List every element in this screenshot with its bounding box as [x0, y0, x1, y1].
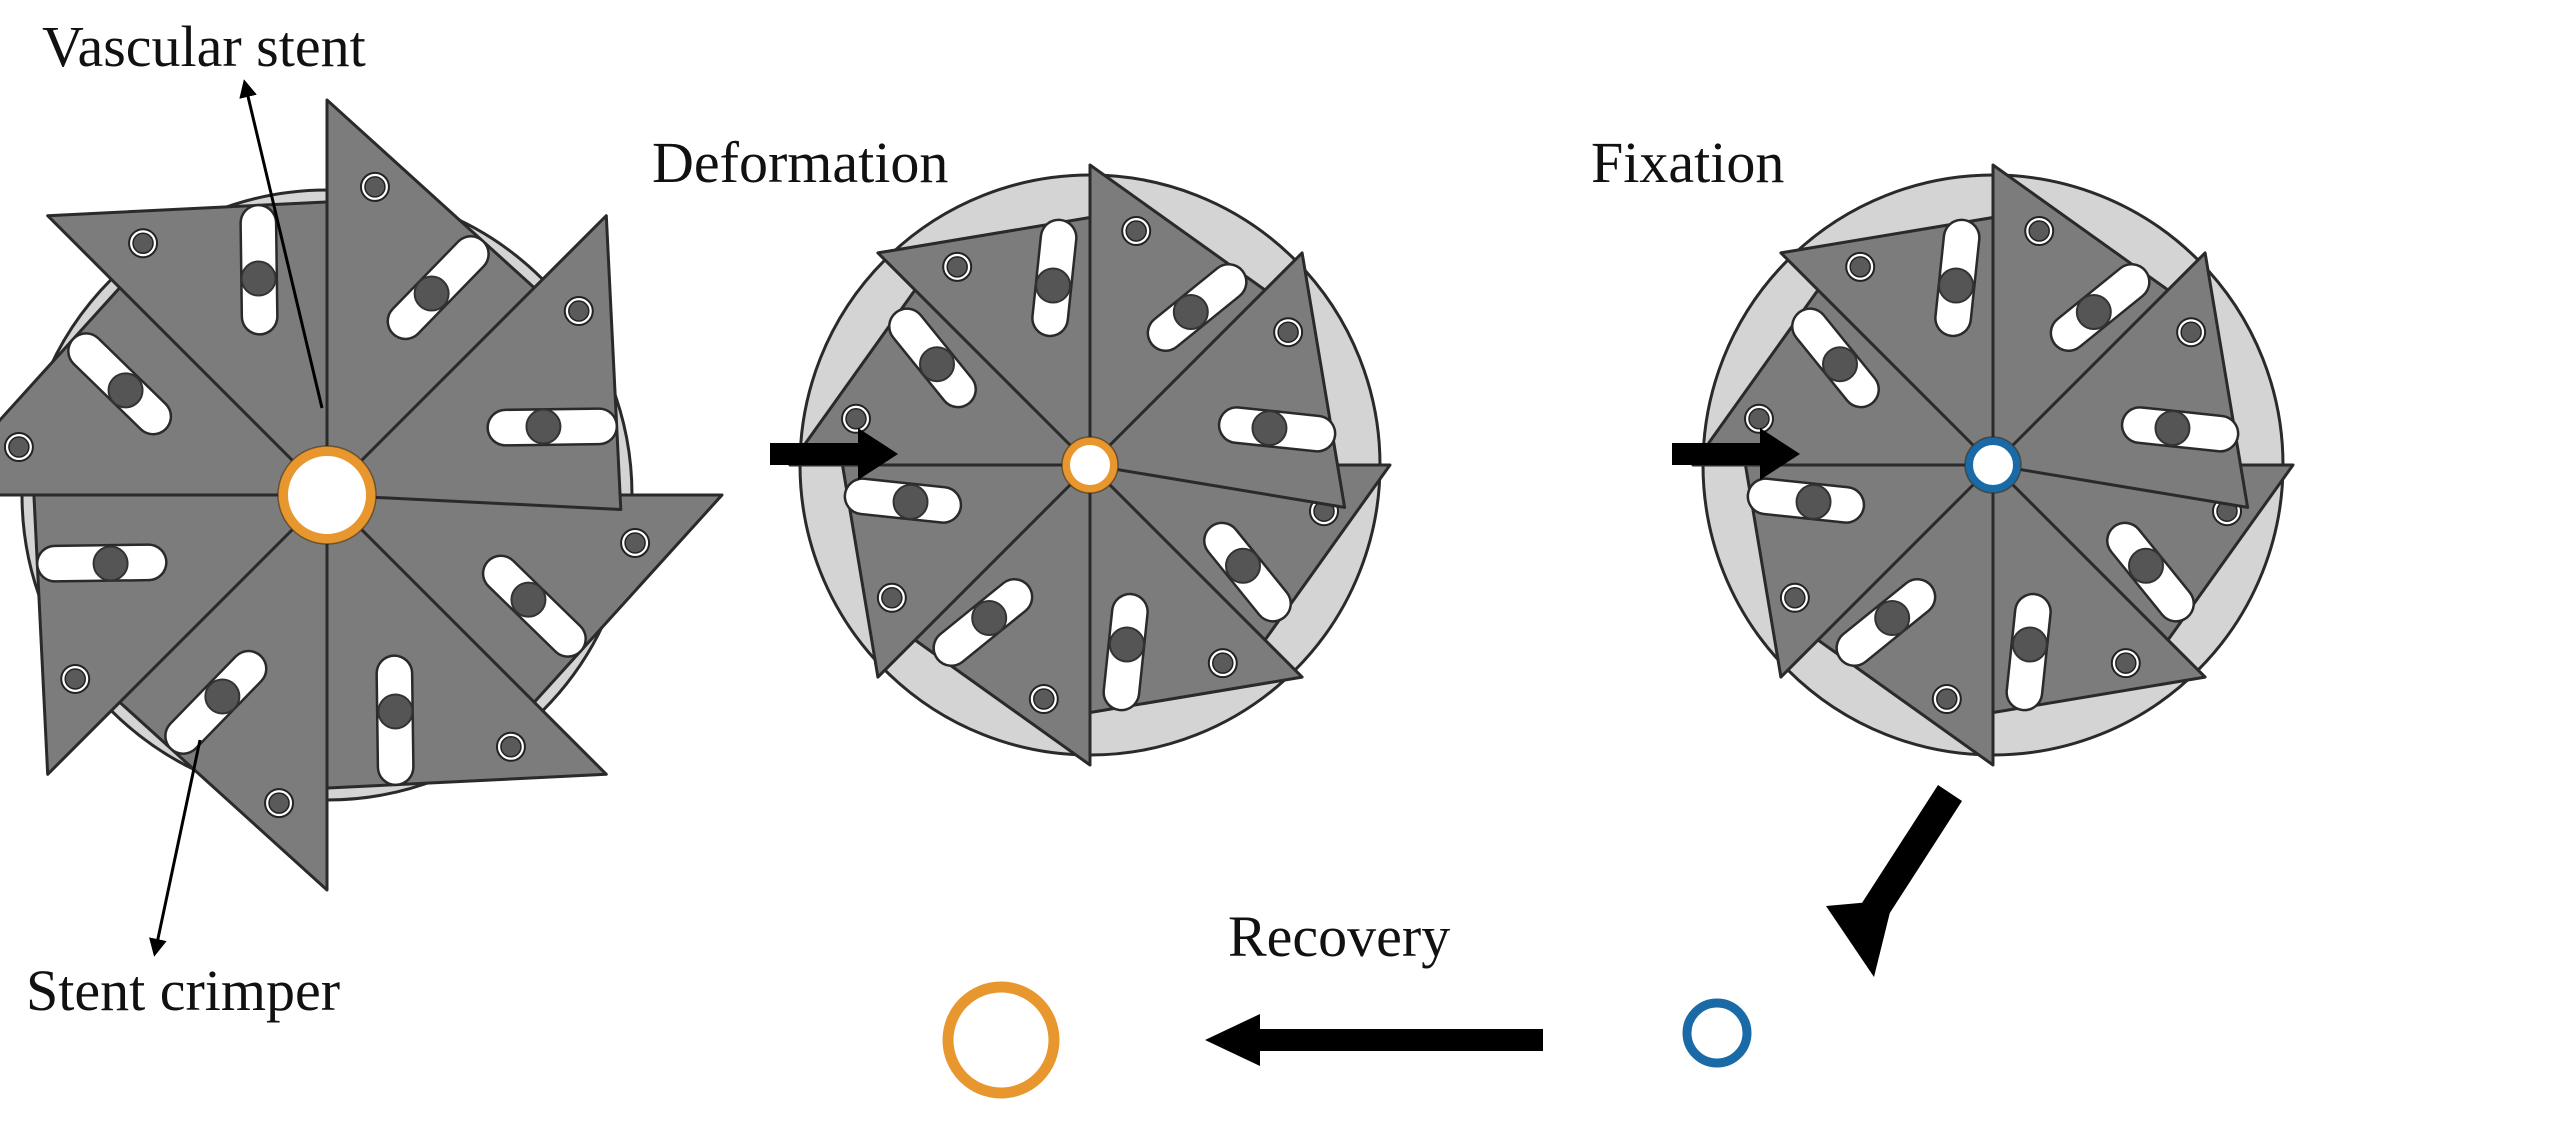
- crimper-blade: [788, 253, 1092, 467]
- crimper-blade: [107, 493, 329, 892]
- crimper-blade: [1088, 463, 1392, 677]
- crimper-blade: [878, 463, 1092, 767]
- blade-pin: [2128, 547, 2164, 584]
- blade-pin: [1874, 600, 1911, 636]
- crimper-blade: [0, 275, 329, 497]
- blade-screw-head: [1033, 688, 1055, 710]
- crimper-blade: [1088, 251, 1347, 509]
- deformation-label: Deformation: [652, 130, 948, 195]
- blade-screw-head: [2115, 652, 2137, 674]
- blade-pin: [892, 483, 929, 520]
- stent-crimper-deformed: [788, 163, 1392, 767]
- vascular-stent-ring: [1965, 437, 2021, 493]
- crimper-blade: [31, 479, 329, 776]
- blade-screw-head: [1748, 408, 1770, 430]
- crimper-blade: [325, 214, 623, 511]
- blade-screw-head: [132, 232, 154, 254]
- vascular-stent-ring: [278, 446, 376, 544]
- blade-screw-head: [1277, 321, 1299, 343]
- blade-screw-head: [1936, 688, 1958, 710]
- crimper-blade: [1949, 463, 2207, 722]
- blade-screw-head: [2180, 321, 2202, 343]
- vascular-stent-ring: [1062, 437, 1118, 493]
- blade-screw-head: [1784, 587, 1806, 609]
- blade-pin: [1822, 346, 1858, 383]
- blade-screw-head: [8, 436, 30, 458]
- blade-pin: [1938, 267, 1975, 304]
- blade-screw-head: [881, 587, 903, 609]
- blade-pin: [92, 545, 129, 582]
- crimper-blade: [1736, 421, 1995, 679]
- blade-pin: [107, 372, 144, 409]
- vascular-stent-ring-outline: [277, 445, 377, 545]
- blade-pin: [1172, 294, 1209, 330]
- blade-pin: [240, 260, 277, 297]
- blade-screw-head: [946, 256, 968, 278]
- blade-screw-head: [64, 668, 86, 690]
- stent-crimper-leader: [149, 739, 202, 957]
- blade-pin: [413, 275, 450, 312]
- crimper-blade: [1691, 253, 1995, 467]
- blade-pin: [204, 678, 241, 715]
- blade-screw-head: [2028, 220, 2050, 242]
- crimper-blade: [1781, 463, 1995, 767]
- recovered-stent-ring: [942, 981, 1060, 1099]
- blade-screw-head: [268, 792, 290, 814]
- blade-pin: [1035, 267, 1072, 304]
- fixation-arrow: [1672, 428, 1800, 480]
- blade-pin: [919, 346, 955, 383]
- blade-pin: [377, 693, 414, 730]
- transfer-arrow: [1826, 785, 1962, 977]
- recovery-label: Recovery: [1228, 904, 1450, 969]
- blade-pin: [1108, 626, 1145, 663]
- blade-screw-head: [1849, 256, 1871, 278]
- blade-screw-head: [1212, 652, 1234, 674]
- blade-screw-head: [845, 408, 867, 430]
- crimper-blade: [325, 493, 724, 715]
- blade-pin: [971, 600, 1008, 636]
- blade-pin: [525, 408, 562, 445]
- vascular-stent-ring-outline: [1964, 436, 2022, 494]
- blade-pin: [1251, 410, 1288, 447]
- blade-pin: [510, 581, 547, 618]
- crimper-blade: [833, 421, 1092, 679]
- vascular-stent-ring-outline: [1061, 436, 1119, 494]
- crimper-blade: [1991, 463, 2295, 677]
- blade-pin: [2154, 410, 2191, 447]
- aperture-opening: [1965, 437, 2021, 493]
- crimper-blade: [311, 493, 608, 791]
- blade-pin: [1795, 483, 1832, 520]
- stent-crimper-label: Stent crimper: [26, 958, 340, 1023]
- stent-crimper-initial: [0, 98, 724, 892]
- crimper-blade: [1991, 251, 2250, 509]
- blade-screw-head: [1125, 220, 1147, 242]
- blade-pin: [2011, 626, 2048, 663]
- vascular-stent-label: Vascular stent: [42, 14, 366, 79]
- deformation-arrow: [770, 428, 898, 480]
- recovery-arrow: [1205, 1014, 1543, 1066]
- crimper-blade: [1991, 163, 2205, 467]
- blade-pin: [2075, 294, 2112, 330]
- blade-screw-head: [568, 300, 590, 322]
- crimper-blade: [876, 208, 1134, 467]
- vascular-stent-leader: [239, 79, 324, 409]
- crimper-blade: [1779, 208, 2037, 467]
- stent-crimper-fixed: [1691, 163, 2295, 767]
- fixation-label: Fixation: [1591, 130, 1784, 195]
- blade-pin: [1225, 547, 1261, 584]
- aperture-opening: [278, 446, 376, 544]
- blade-screw-head: [500, 736, 522, 758]
- blade-screw-head: [364, 176, 386, 198]
- crimper-blade: [1046, 463, 1304, 722]
- blade-screw-head: [624, 532, 646, 554]
- aperture-opening: [1062, 437, 1118, 493]
- fixed-stent-ring: [1682, 998, 1752, 1068]
- crimper-blade: [46, 199, 343, 497]
